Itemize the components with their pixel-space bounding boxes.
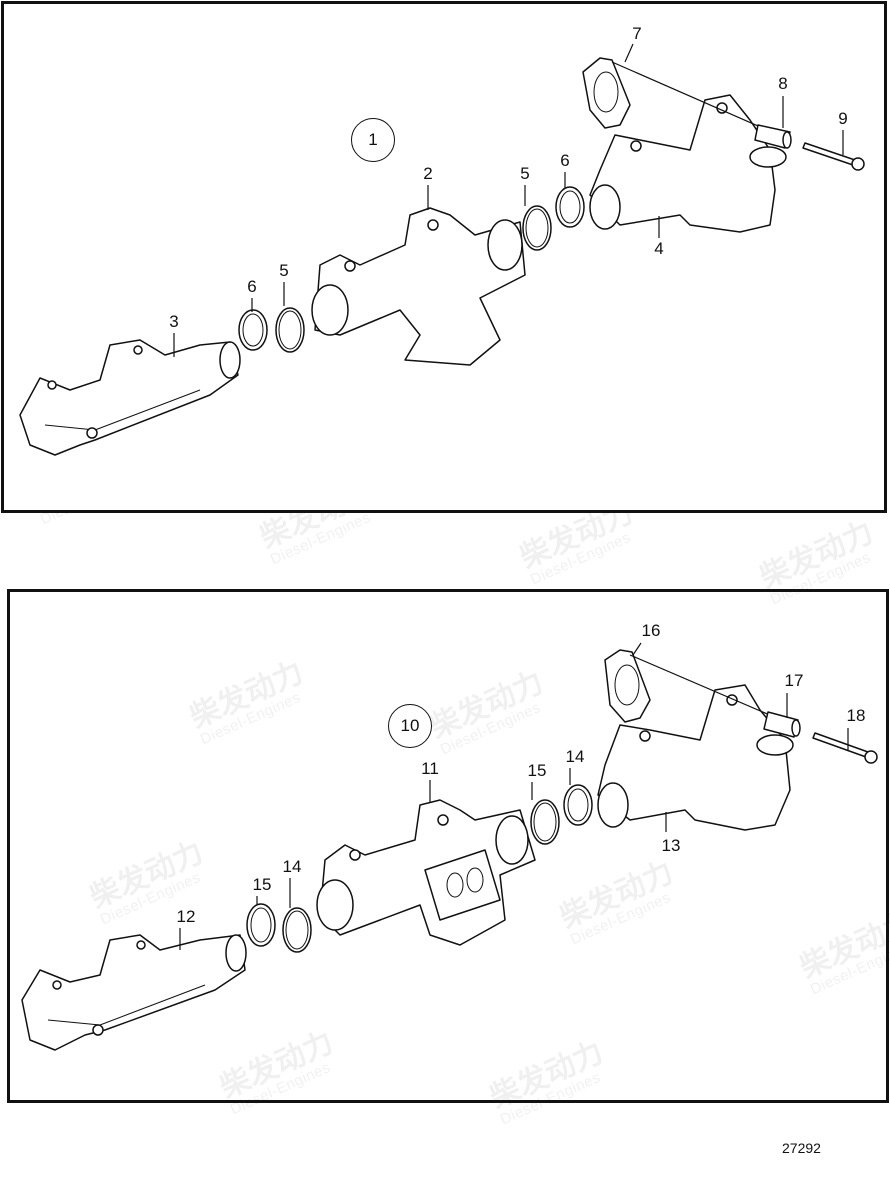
callout-label: 15 <box>527 761 547 780</box>
manifold-section-3-drawing <box>19 339 241 456</box>
sealing-ring-15-left <box>246 903 276 947</box>
sealing-ring-6-left <box>238 309 268 351</box>
callout-label: 14 <box>282 857 302 876</box>
o-ring-5-left <box>275 307 305 353</box>
bolt-18-drawing <box>812 732 878 764</box>
spacer-sleeve-17-drawing <box>763 711 801 738</box>
o-ring-14-left <box>282 907 312 953</box>
callout-label: 5 <box>520 164 530 183</box>
spacer-sleeve-8-drawing <box>754 124 792 149</box>
gasket-16-drawing <box>604 649 651 723</box>
callout-label: 9 <box>838 109 848 128</box>
callout-label: 16 <box>641 621 661 640</box>
manifold-section-2-drawing <box>311 207 526 366</box>
diagram-panel-bottom <box>7 589 889 1103</box>
callout-label: 7 <box>632 24 642 43</box>
callout-label: 17 <box>784 671 804 690</box>
callout-label: 5 <box>279 261 289 280</box>
variant-badge-top: 1 <box>351 118 395 162</box>
callout-label: 15 <box>252 875 272 894</box>
manifold-section-4-drawing <box>589 94 787 233</box>
callout-label: 12 <box>176 907 196 926</box>
callout-label: 4 <box>654 239 664 258</box>
manifold-section-12-drawing <box>21 934 247 1051</box>
figure-number: 27292 <box>782 1140 821 1156</box>
sealing-ring-6-right <box>555 186 585 228</box>
sealing-ring-14-right <box>563 784 593 826</box>
callout-label: 11 <box>421 759 439 778</box>
manifold-section-11-drawing <box>316 799 536 946</box>
variant-badge-bottom: 10 <box>388 704 432 748</box>
callout-label: 8 <box>778 74 788 93</box>
bolt-9-drawing <box>802 142 865 171</box>
callout-label: 3 <box>169 312 179 331</box>
callout-label: 18 <box>846 706 866 725</box>
callout-label: 6 <box>247 277 257 296</box>
o-ring-5-right <box>522 205 552 251</box>
callout-label: 6 <box>560 151 570 170</box>
callout-label: 14 <box>565 747 585 766</box>
gasket-7-drawing <box>582 57 631 129</box>
o-ring-15-right <box>530 799 560 845</box>
callout-label: 2 <box>423 164 433 183</box>
callout-label: 13 <box>661 836 681 855</box>
